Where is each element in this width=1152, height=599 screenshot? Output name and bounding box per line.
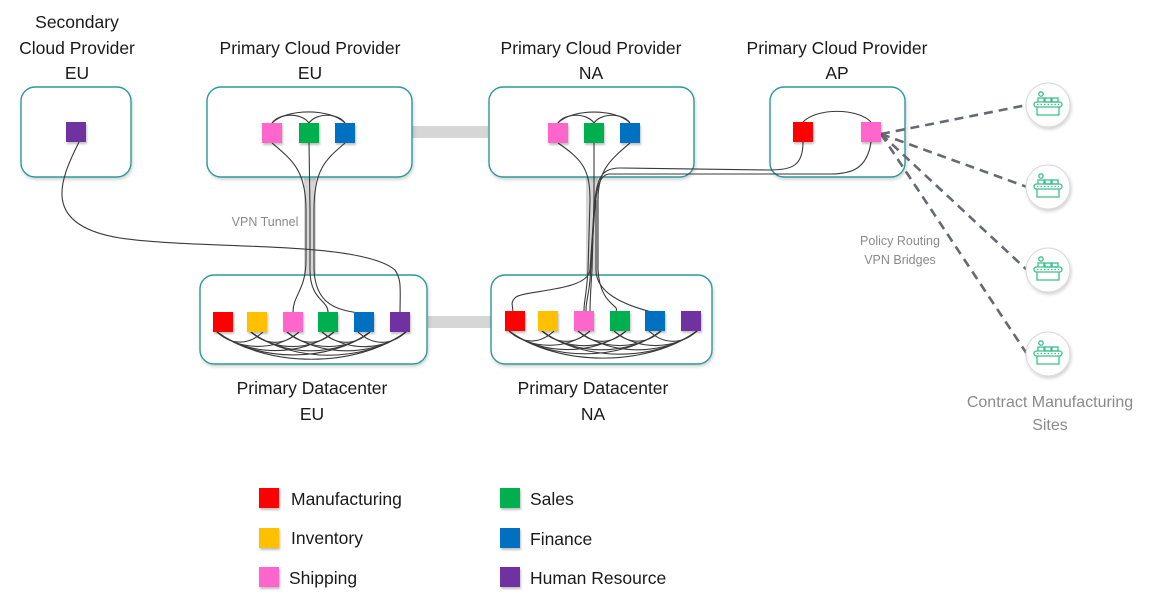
connection-line bbox=[271, 142, 307, 313]
node-dc-eu-manufacturing bbox=[213, 312, 233, 332]
mesh-link bbox=[271, 111, 346, 124]
mesh-link bbox=[357, 331, 407, 343]
connection-lines bbox=[61, 110, 872, 360]
contract-site bbox=[1025, 331, 1071, 377]
title-secondary-eu: Secondary Cloud Provider EU bbox=[19, 12, 135, 83]
vpn-bridges-label: VPN Bridges bbox=[864, 253, 936, 267]
department-nodes bbox=[66, 122, 881, 332]
legend-swatch-inventory bbox=[259, 528, 279, 548]
node-dc-na-human-resource bbox=[681, 311, 701, 331]
title-line: NA bbox=[579, 63, 604, 83]
policy-routing-link bbox=[880, 103, 1028, 136]
title-cloud-na: Primary Cloud Provider NA bbox=[501, 38, 682, 83]
node-cloud-na-sales bbox=[584, 123, 604, 143]
node-dc-eu-inventory bbox=[247, 312, 267, 332]
legend: Manufacturing Inventory Shipping Sales F… bbox=[259, 488, 666, 588]
legend-label-finance: Finance bbox=[530, 529, 592, 549]
node-cloud-ap-manufacturing bbox=[793, 122, 813, 142]
factory-conveyor-icon bbox=[1033, 91, 1063, 116]
connection-line bbox=[585, 141, 872, 312]
trunk-dc-eu-na bbox=[428, 316, 492, 328]
title-line: EU bbox=[298, 63, 322, 83]
legend-label-manufacturing: Manufacturing bbox=[291, 489, 402, 509]
node-cloud-eu-finance bbox=[335, 123, 355, 143]
title-line: Primary Datacenter bbox=[518, 378, 669, 398]
mesh-link bbox=[557, 111, 631, 124]
node-dc-na-finance bbox=[645, 311, 665, 331]
legend-label-inventory: Inventory bbox=[291, 528, 363, 548]
mesh-link bbox=[648, 330, 698, 342]
node-dc-eu-shipping bbox=[283, 312, 303, 332]
connection-line bbox=[313, 142, 365, 315]
contract-sites-label: Sites bbox=[1032, 417, 1068, 434]
mesh-link bbox=[593, 114, 631, 124]
policy-routing-link bbox=[880, 132, 1028, 189]
node-dc-na-sales bbox=[610, 311, 630, 331]
factory-conveyor-icon bbox=[1033, 256, 1063, 281]
title-dc-eu: Primary Datacenter EU bbox=[237, 378, 388, 424]
contract-site bbox=[1025, 82, 1071, 128]
factory-conveyor-icon bbox=[1033, 340, 1063, 365]
policy-routing-link bbox=[880, 133, 1028, 271]
node-cloud-ap-shipping bbox=[861, 122, 881, 142]
factory-conveyor-icon bbox=[1033, 173, 1063, 198]
node-dc-na-manufacturing bbox=[505, 311, 525, 331]
vpn-tunnel-label: VPN Tunnel bbox=[232, 215, 299, 229]
legend-swatch-human-resource bbox=[500, 567, 520, 587]
mesh-link bbox=[308, 114, 346, 124]
connection-line bbox=[557, 142, 591, 312]
title-line: Primary Cloud Provider bbox=[220, 38, 401, 58]
node-cloud-na-shipping bbox=[548, 123, 568, 143]
legend-label-shipping: Shipping bbox=[289, 568, 357, 588]
title-line: Cloud Provider bbox=[19, 38, 135, 58]
title-line: NA bbox=[581, 404, 606, 424]
node-dc-eu-finance bbox=[354, 312, 374, 332]
node-cloud-na-finance bbox=[620, 123, 640, 143]
connection-line bbox=[61, 141, 401, 316]
site-box-dc-eu bbox=[199, 274, 428, 365]
contract-site bbox=[1025, 164, 1071, 210]
connection-line bbox=[597, 142, 631, 312]
contract-sites-label: Contract Manufacturing bbox=[967, 394, 1133, 411]
node-secondary-eu-human-resource bbox=[66, 122, 86, 142]
title-line: EU bbox=[300, 404, 324, 424]
legend-swatch-sales bbox=[500, 488, 520, 508]
trunk-cloud-eu-na bbox=[412, 126, 488, 138]
node-dc-na-shipping bbox=[574, 311, 594, 331]
title-dc-na: Primary Datacenter NA bbox=[518, 378, 669, 424]
contract-manufacturing-sites bbox=[1025, 82, 1071, 377]
node-dc-na-inventory bbox=[538, 311, 558, 331]
title-line: Primary Datacenter bbox=[237, 378, 388, 398]
title-line: Primary Cloud Provider bbox=[501, 38, 682, 58]
connection-line bbox=[308, 142, 329, 313]
legend-swatch-finance bbox=[500, 528, 520, 548]
site-box-cloud-ap bbox=[769, 86, 906, 178]
legend-label-human-resource: Human Resource bbox=[530, 568, 666, 588]
connection-line bbox=[511, 141, 804, 314]
connection-line bbox=[589, 143, 595, 312]
title-line: Secondary bbox=[35, 12, 119, 32]
title-line: Primary Cloud Provider bbox=[747, 38, 928, 58]
legend-label-sales: Sales bbox=[530, 489, 574, 509]
site-box-dc-na bbox=[490, 274, 713, 365]
policy-routing-label: Policy Routing bbox=[860, 234, 940, 248]
contract-site bbox=[1025, 247, 1071, 293]
node-cloud-eu-sales bbox=[299, 123, 319, 143]
title-cloud-eu: Primary Cloud Provider EU bbox=[220, 38, 401, 83]
mesh-link bbox=[802, 110, 872, 123]
title-line: EU bbox=[65, 63, 89, 83]
node-dc-eu-human-resource bbox=[390, 312, 410, 332]
node-cloud-eu-shipping bbox=[262, 123, 282, 143]
title-line: AP bbox=[825, 63, 848, 83]
title-cloud-ap: Primary Cloud Provider AP bbox=[747, 38, 928, 83]
legend-swatch-manufacturing bbox=[259, 488, 279, 508]
legend-swatch-shipping bbox=[259, 567, 279, 587]
node-dc-eu-sales bbox=[318, 312, 338, 332]
policy-routing-links bbox=[879, 103, 1029, 355]
